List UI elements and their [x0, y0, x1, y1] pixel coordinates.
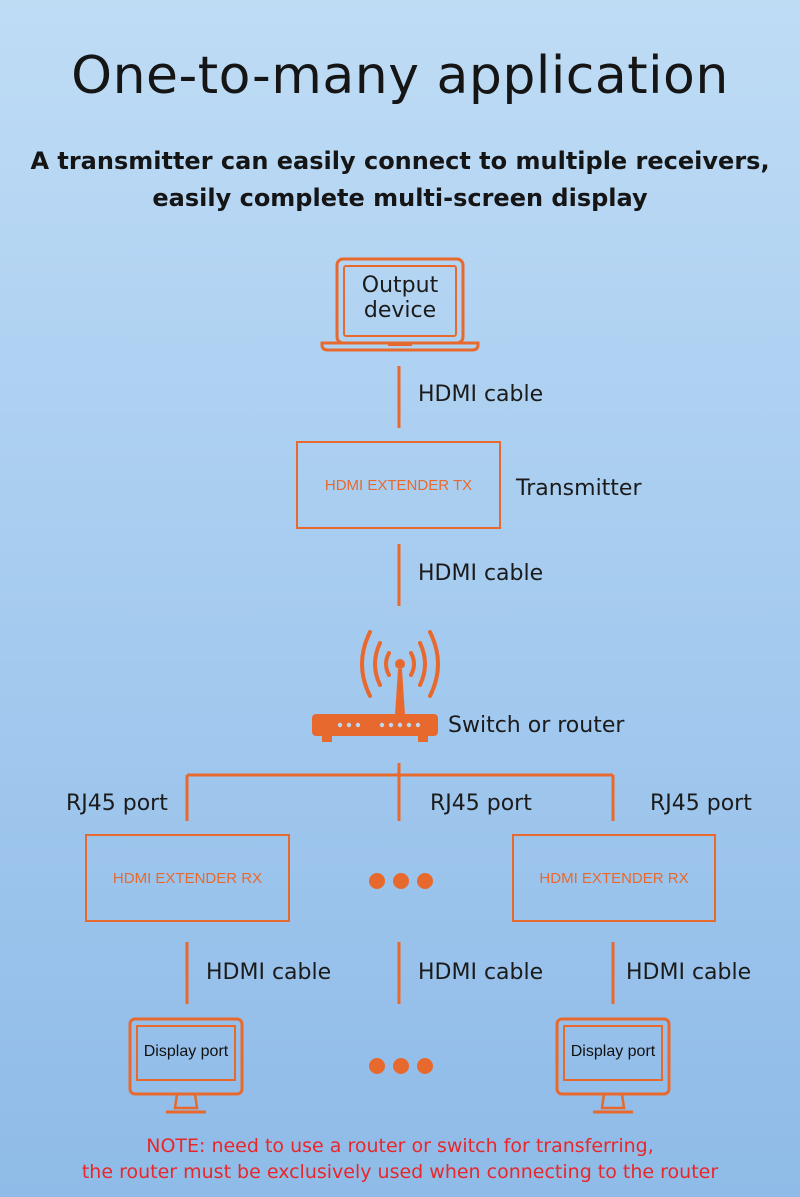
laptop-icon — [320, 257, 480, 352]
wifi-wave-right-2 — [418, 641, 427, 687]
wifi-wave-left-3 — [360, 630, 372, 698]
hdmi-cable-label-left: HDMI cable — [206, 960, 332, 985]
hdmi-cable-label-2: HDMI cable — [418, 561, 544, 586]
rj45-port-label-mid: RJ45 port — [430, 791, 532, 816]
monitor-icon-right — [555, 1017, 671, 1114]
hdmi-cable-label-1: HDMI cable — [418, 382, 544, 407]
receiver-box-left: HDMI EXTENDER RX — [85, 834, 290, 922]
note-line-1: NOTE: need to use a router or switch for… — [146, 1135, 654, 1157]
page-title: One-to-many application — [71, 46, 729, 106]
transmitter-label: Transmitter — [516, 476, 642, 501]
wifi-wave-right-1 — [409, 651, 416, 677]
hdmi-cable-label-mid: HDMI cable — [418, 960, 544, 985]
receiver-box-right: HDMI EXTENDER RX — [512, 834, 716, 922]
router-icon — [312, 630, 440, 742]
transmitter-box: HDMI EXTENDER TX — [296, 441, 501, 529]
subtitle-line-1: A transmitter can easily connect to mult… — [30, 147, 770, 175]
output-device-label: Output device — [361, 273, 439, 323]
page-subtitle: A transmitter can easily connect to mult… — [0, 143, 800, 217]
router-label: Switch or router — [448, 713, 625, 738]
wifi-wave-right-3 — [428, 630, 440, 698]
rj45-port-label-right: RJ45 port — [650, 791, 752, 816]
ellipsis-dots-receivers — [369, 873, 433, 889]
wifi-wave-left-1 — [384, 651, 391, 677]
display-port-label-right: Display port — [570, 1043, 656, 1060]
ellipsis-dots-displays — [369, 1058, 433, 1074]
monitor-icon-left — [128, 1017, 244, 1114]
rj45-port-label-left: RJ45 port — [66, 791, 168, 816]
subtitle-line-2: easily complete multi-screen display — [152, 184, 648, 212]
note-line-2: the router must be exclusively used when… — [81, 1161, 719, 1183]
note-text: NOTE: need to use a router or switch for… — [0, 1133, 800, 1185]
hdmi-cable-label-right: HDMI cable — [626, 960, 752, 985]
wifi-wave-left-2 — [373, 641, 382, 687]
display-port-label-left: Display port — [143, 1043, 229, 1060]
